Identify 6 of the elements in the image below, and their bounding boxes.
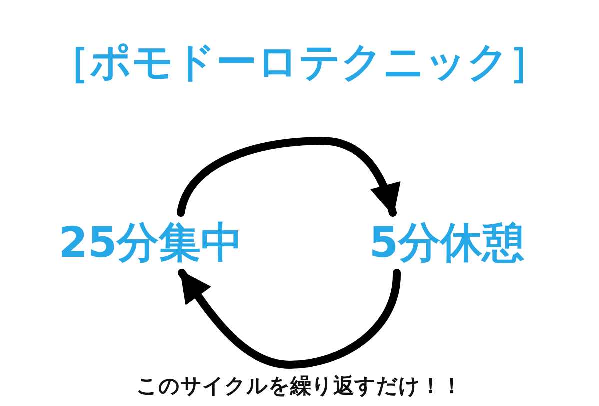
title: ［ポモドーロテクニック］ xyxy=(48,37,551,88)
caption: このサイクルを繰り返すだけ！！ xyxy=(136,373,464,400)
step-label: 25分集中 xyxy=(51,213,251,273)
step-label: 5分休憩 xyxy=(347,213,547,273)
arrow xyxy=(177,137,400,217)
arrow xyxy=(178,269,401,369)
